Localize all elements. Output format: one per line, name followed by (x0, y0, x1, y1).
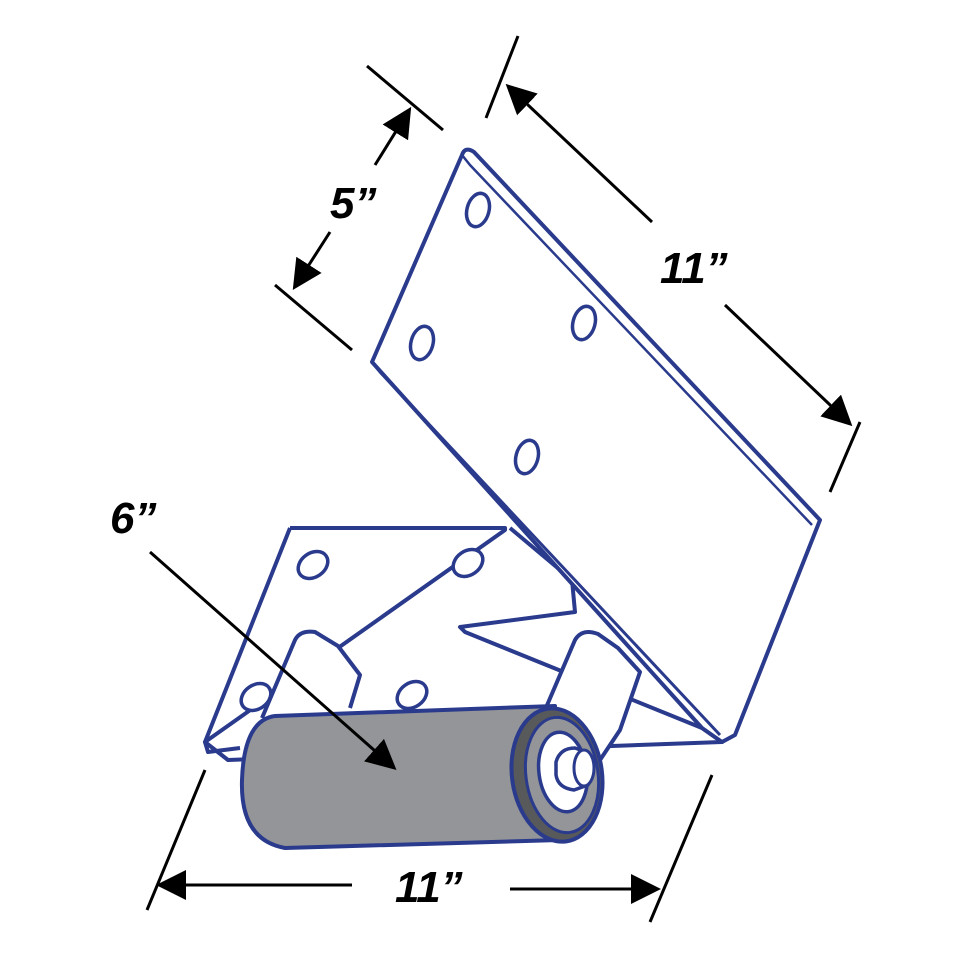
dimension-arrow (723, 303, 853, 427)
extension-line (366, 64, 444, 132)
axle-bolt-end (572, 748, 596, 788)
bolt-hole (296, 549, 330, 581)
bolt-hole (451, 547, 485, 579)
bolt-hole (570, 304, 598, 342)
dimension-arrow (292, 231, 332, 291)
roller (239, 704, 605, 850)
top-length-label: 11” (660, 244, 728, 293)
upper-plate-holes (408, 191, 598, 476)
bolt-hole (239, 681, 273, 713)
extension-line (648, 774, 714, 923)
top-width-label: 5” (330, 179, 376, 228)
base-plate-holes (239, 547, 485, 713)
upper-plate (370, 147, 822, 744)
bolt-hole (408, 324, 436, 362)
dimension-arrow (505, 83, 654, 224)
bolt-hole (395, 679, 429, 711)
left-roller-tab (260, 629, 362, 719)
roller-length-label: 11” (395, 863, 463, 912)
extension-line (484, 35, 520, 119)
extension-line (145, 769, 207, 911)
extension-line (274, 283, 353, 352)
leader-arrow (149, 550, 397, 770)
extension-line (828, 421, 862, 493)
dimension-lines (145, 35, 862, 923)
dimension-arrow (373, 106, 412, 166)
bolt-hole (464, 191, 492, 229)
roller-body (239, 704, 562, 850)
bolt-hole (513, 438, 541, 476)
roller-diameter-label: 6” (110, 494, 156, 543)
